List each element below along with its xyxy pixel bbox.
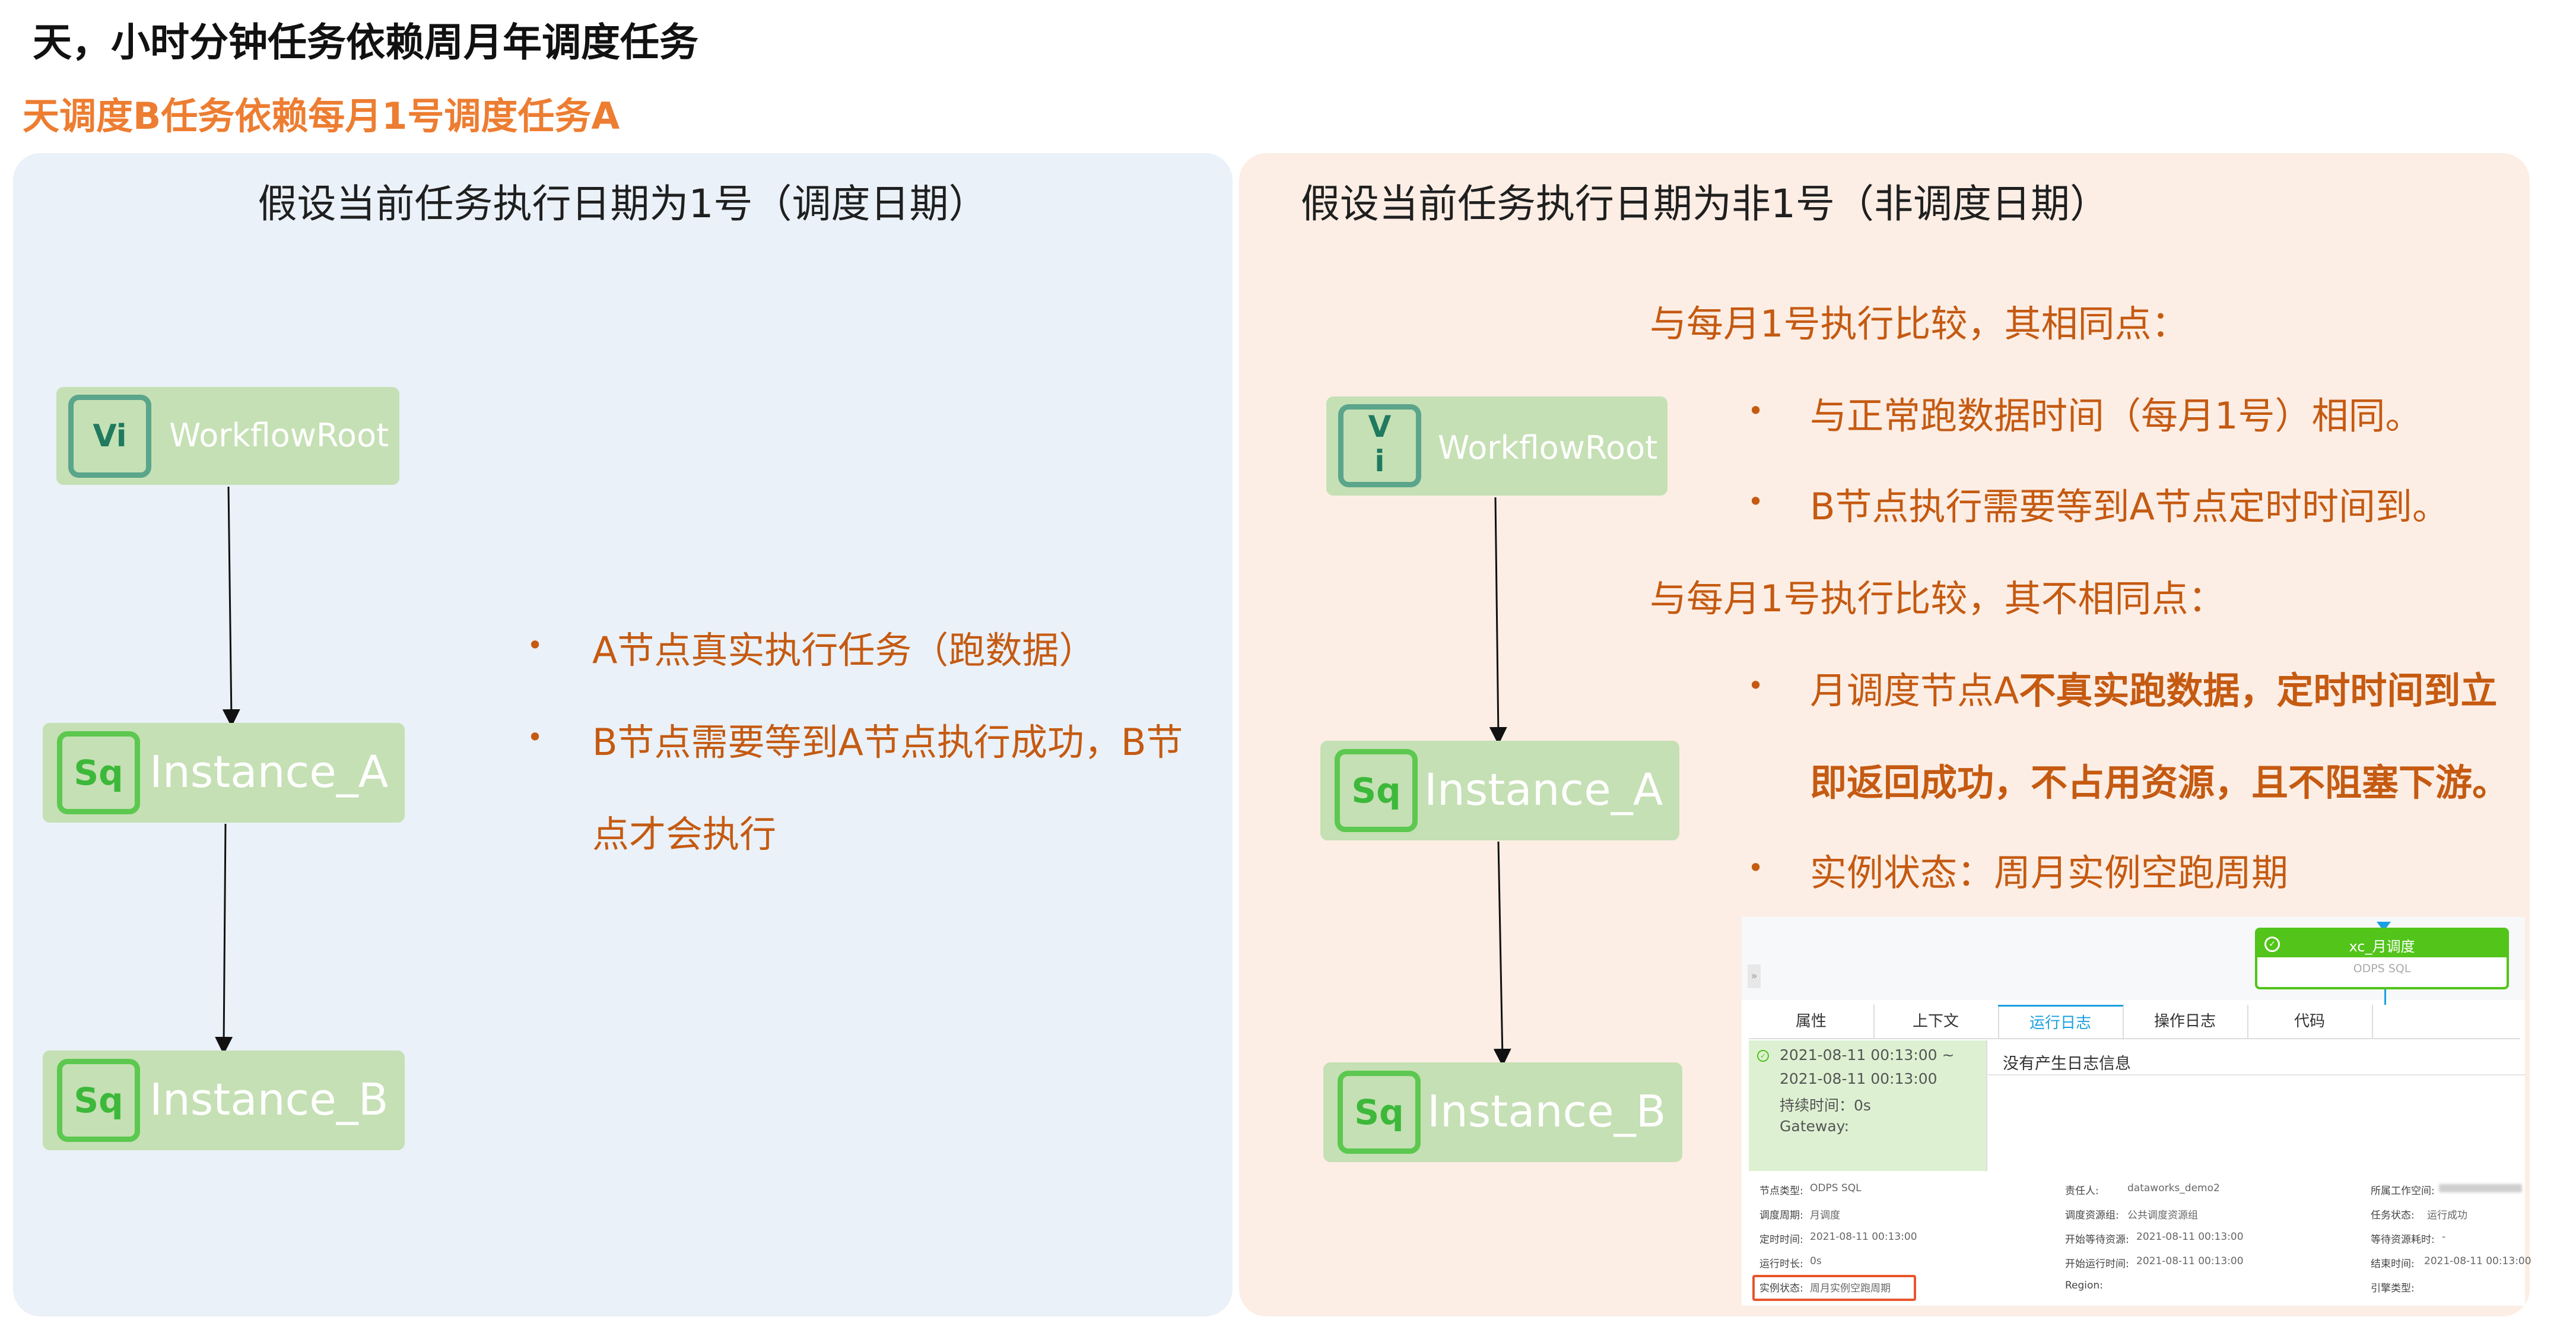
prop-key: 引擎类型: bbox=[2371, 1283, 2415, 1294]
node-type: ODPS SQL bbox=[2353, 962, 2411, 975]
prop-key: 开始等待资源: bbox=[2065, 1234, 2129, 1246]
prop-key: 任务状态: bbox=[2371, 1210, 2415, 1221]
monthly-node-card[interactable]: ✓ xc_月调度 ODPS SQL bbox=[2255, 928, 2509, 989]
blurred-workspace-value bbox=[2439, 1184, 2522, 1192]
left-bullet-1: A节点真实执行任务（跑数据） bbox=[592, 629, 1096, 672]
node-label: Instance_A bbox=[1424, 764, 1663, 815]
prop-value: dataworks_demo2 bbox=[2127, 1182, 2220, 1194]
bullet-dot: • bbox=[1748, 395, 1764, 427]
prop-value: 运行成功 bbox=[2427, 1210, 2467, 1221]
instance-status-highlight bbox=[1752, 1275, 1916, 1301]
same-point-2: B节点执行需要等到A节点定时时间到。 bbox=[1810, 485, 2449, 528]
prop-value: 0s bbox=[1810, 1255, 1822, 1267]
tab-context[interactable]: 上下文 bbox=[1873, 1005, 1999, 1038]
node-label: Instance_A bbox=[150, 747, 389, 798]
bullet-dot: • bbox=[1748, 669, 1764, 702]
bullet-dot: • bbox=[527, 629, 544, 661]
collapse-handle-icon[interactable]: » bbox=[1748, 964, 1761, 988]
vi-icon: Vi bbox=[68, 395, 151, 478]
log-panel-line bbox=[1986, 1074, 2525, 1075]
prop-value: ODPS SQL bbox=[1810, 1182, 1862, 1194]
log-message: 没有产生日志信息 bbox=[2003, 1055, 2131, 1073]
left-node-instance-a[interactable]: Sq Instance_A bbox=[43, 723, 405, 823]
log-time-end: 2021-08-11 00:13:00 bbox=[1780, 1070, 1937, 1087]
prop-key: Region: bbox=[2065, 1280, 2103, 1291]
diff-point-2: 实例状态：周月实例空跑周期 bbox=[1810, 851, 2289, 894]
prop-key: 定时时间: bbox=[1759, 1234, 1803, 1246]
diff-point-1: 月调度节点A不真实跑数据，定时时间到立 bbox=[1810, 661, 2497, 714]
prop-value: - bbox=[2442, 1231, 2446, 1243]
node-label: Instance_B bbox=[150, 1074, 389, 1125]
prop-key: 节点类型: bbox=[1759, 1185, 1803, 1197]
prop-key: 责任人: bbox=[2065, 1185, 2099, 1197]
sql-icon: Sq bbox=[1335, 749, 1418, 832]
left-bullet-2: B节点需要等到A节点执行成功，B节 bbox=[592, 721, 1183, 764]
log-time-start: 2021-08-11 00:13:00 ~ bbox=[1780, 1046, 1955, 1064]
prop-value: 2021-08-11 00:13:00 bbox=[1810, 1231, 1917, 1243]
diff-point-1-cont: 即返回成功，不占用资源，且不阻塞下游。 bbox=[1810, 761, 2510, 804]
right-node-instance-a[interactable]: Sq Instance_A bbox=[1320, 741, 1679, 840]
prop-value: 2021-08-11 00:13:00 bbox=[2136, 1231, 2244, 1243]
prop-key: 所属工作空间: bbox=[2371, 1185, 2435, 1197]
prop-key: 运行时长: bbox=[1759, 1258, 1803, 1270]
node-output-line bbox=[2384, 987, 2386, 1005]
left-node-instance-b[interactable]: Sq Instance_B bbox=[43, 1051, 405, 1150]
prop-key: 等待资源耗时: bbox=[2371, 1234, 2435, 1246]
vi-icon-line2: i bbox=[1374, 444, 1385, 478]
prop-key: 结束时间: bbox=[2371, 1258, 2415, 1270]
right-node-instance-b[interactable]: Sq Instance_B bbox=[1323, 1062, 1682, 1162]
prop-value: 2021-08-11 00:13:00 bbox=[2136, 1255, 2244, 1267]
sql-icon: Sq bbox=[57, 731, 140, 814]
same-point-1: 与正常跑数据时间（每月1号）相同。 bbox=[1810, 394, 2422, 437]
diff-heading: 与每月1号执行比较，其不相同点： bbox=[1650, 577, 2225, 620]
bullet-dot: • bbox=[1748, 485, 1764, 518]
vi-icon: V i bbox=[1338, 404, 1421, 487]
tab-operation-log[interactable]: 操作日志 bbox=[2123, 1005, 2248, 1038]
diff-point-1-bold: 不真实跑数据，定时时间到立 bbox=[2019, 669, 2498, 712]
diff-point-1-normal: 月调度节点A bbox=[1810, 669, 2019, 712]
tab-properties[interactable]: 属性 bbox=[1749, 1005, 1875, 1038]
tab-code[interactable]: 代码 bbox=[2247, 1005, 2373, 1038]
edge-a-b-right bbox=[1493, 841, 1511, 1067]
right-panel-header: 假设当前任务执行日期为非1号（非调度日期） bbox=[1301, 181, 2109, 227]
node-card-header bbox=[2257, 930, 2507, 957]
bullet-dot: • bbox=[527, 721, 544, 753]
edge-a-b-left bbox=[215, 823, 233, 1055]
node-label: WorkflowRoot bbox=[169, 417, 389, 454]
right-node-workflowroot[interactable]: V i WorkflowRoot bbox=[1326, 396, 1667, 496]
prop-key: 开始运行时间: bbox=[2065, 1258, 2129, 1270]
slide-subtitle: 天调度B任务依赖每月1号调度任务A bbox=[23, 94, 620, 138]
node-title: xc_月调度 bbox=[2349, 938, 2415, 955]
vi-icon-line1: V bbox=[1368, 410, 1392, 444]
prop-value: 公共调度资源组 bbox=[2127, 1210, 2198, 1221]
log-duration: 持续时间：0s bbox=[1780, 1097, 1871, 1114]
prop-key: 实例状态: bbox=[1759, 1283, 1803, 1294]
left-bullet-2-cont: 点才会执行 bbox=[592, 813, 777, 856]
left-panel-header: 假设当前任务执行日期为1号（调度日期） bbox=[258, 181, 988, 227]
log-entry[interactable]: ✓ 2021-08-11 00:13:00 ~ 2021-08-11 00:13… bbox=[1749, 1040, 1986, 1171]
tab-run-log[interactable]: 运行日志 bbox=[1998, 1005, 2124, 1040]
log-gateway: Gateway: bbox=[1780, 1118, 1850, 1135]
check-circle-icon: ✓ bbox=[2264, 937, 2280, 952]
node-label: Instance_B bbox=[1427, 1086, 1666, 1137]
prop-value: 周月实例空跑周期 bbox=[1810, 1283, 1891, 1294]
prop-key: 调度资源组: bbox=[2065, 1210, 2119, 1221]
dataworks-screenshot: » ✓ xc_月调度 ODPS SQL 属性 上下文 运行日志 操作日志 代码 … bbox=[1742, 917, 2531, 1306]
sql-icon: Sq bbox=[1338, 1071, 1421, 1154]
prop-value: 2021-08-11 00:13:00 bbox=[2424, 1255, 2531, 1267]
prop-value: 月调度 bbox=[1810, 1210, 1840, 1221]
tab-bar: 属性 上下文 运行日志 操作日志 代码 bbox=[1749, 1005, 2520, 1040]
edge-root-a-left bbox=[222, 486, 240, 727]
same-heading: 与每月1号执行比较，其相同点： bbox=[1650, 302, 2189, 345]
log-divider bbox=[1986, 1040, 1987, 1171]
slide-title: 天，小时分钟任务依赖周月年调度任务 bbox=[33, 20, 698, 65]
sql-icon: Sq bbox=[57, 1059, 140, 1142]
node-label: WorkflowRoot bbox=[1438, 429, 1658, 466]
success-icon: ✓ bbox=[1757, 1050, 1769, 1062]
edge-root-a-right bbox=[1489, 497, 1507, 745]
bullet-dot: • bbox=[1748, 852, 1764, 884]
left-node-workflowroot[interactable]: Vi WorkflowRoot bbox=[56, 387, 399, 485]
prop-key: 调度周期: bbox=[1759, 1210, 1803, 1221]
